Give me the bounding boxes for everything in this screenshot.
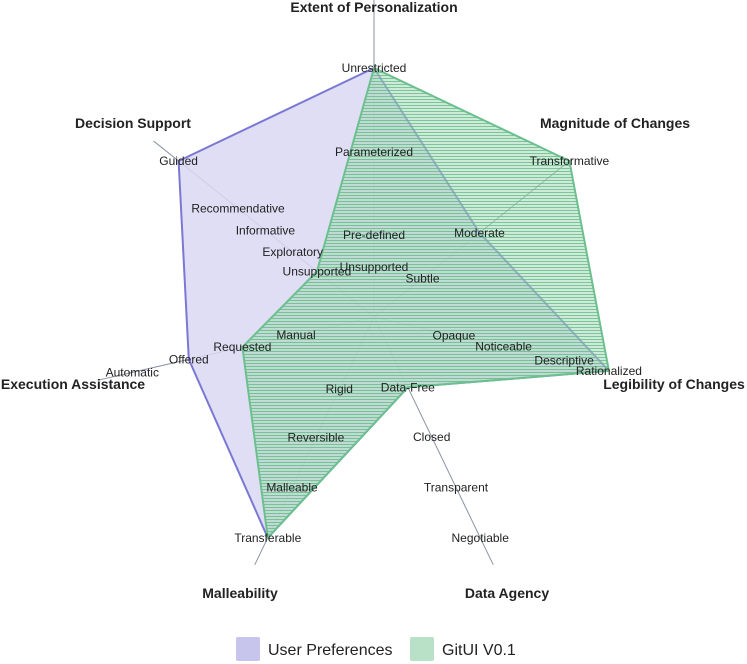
legend-label[interactable]: User Preferences (268, 642, 393, 659)
tick-label: Informative (236, 223, 296, 237)
tick-label: Recommendative (191, 201, 285, 215)
tick-label: Moderate (454, 226, 505, 240)
tick-label: Pre-defined (343, 228, 405, 242)
tick-label: Opaque (433, 328, 476, 342)
axis-title: Malleability (202, 585, 278, 601)
tick-label: Requested (213, 340, 271, 354)
tick-label: Subtle (405, 271, 439, 285)
tick-label: Offered (169, 352, 209, 366)
ticks-layer: Unsupported Pre-defined Parameterized Unres… (106, 61, 642, 545)
tick-label: Noticeable (475, 340, 532, 354)
tick-label: Reversible (288, 431, 345, 445)
tick-label: Exploratory (262, 245, 323, 259)
tick-label: Manual (276, 328, 315, 342)
tick-label: Transformative (530, 154, 610, 168)
axis-title: Decision Support (75, 115, 191, 131)
tick-label: Unsupported (340, 260, 409, 274)
legend-label[interactable]: GitUI V0.1 (442, 642, 516, 659)
tick-label: Unrestricted (342, 61, 407, 75)
legend-swatch[interactable] (236, 637, 260, 661)
series-2-area[interactable] (241, 67, 610, 539)
tick-label: Parameterized (335, 145, 413, 159)
tick-label: Descriptive (534, 354, 594, 368)
tick-label: Closed (413, 430, 450, 444)
tick-label: Rigid (326, 382, 353, 396)
legend[interactable]: User Preferences GitUI V0.1 (236, 637, 516, 661)
axis-title: Data Agency (465, 585, 550, 601)
axis-title: Magnitude of Changes (540, 115, 690, 131)
axis-title: Legibility of Changes (603, 376, 745, 392)
series-layer (177, 67, 610, 539)
axis-title: Execution Assistance (1, 376, 145, 392)
tick-label: Transparent (424, 480, 489, 494)
tick-label: Rationalized (576, 364, 642, 378)
tick-label: Malleable (266, 480, 318, 494)
tick-label: Transferable (234, 531, 301, 545)
axis-title: Extent of Personalization (290, 0, 457, 15)
tick-label: Guided (159, 154, 198, 168)
tick-label: Unsupported (283, 265, 352, 279)
tick-label: Data-Free (381, 380, 435, 394)
tick-label: Automatic (106, 365, 159, 379)
legend-swatch[interactable] (410, 637, 434, 661)
tick-label: Negotiable (452, 531, 510, 545)
